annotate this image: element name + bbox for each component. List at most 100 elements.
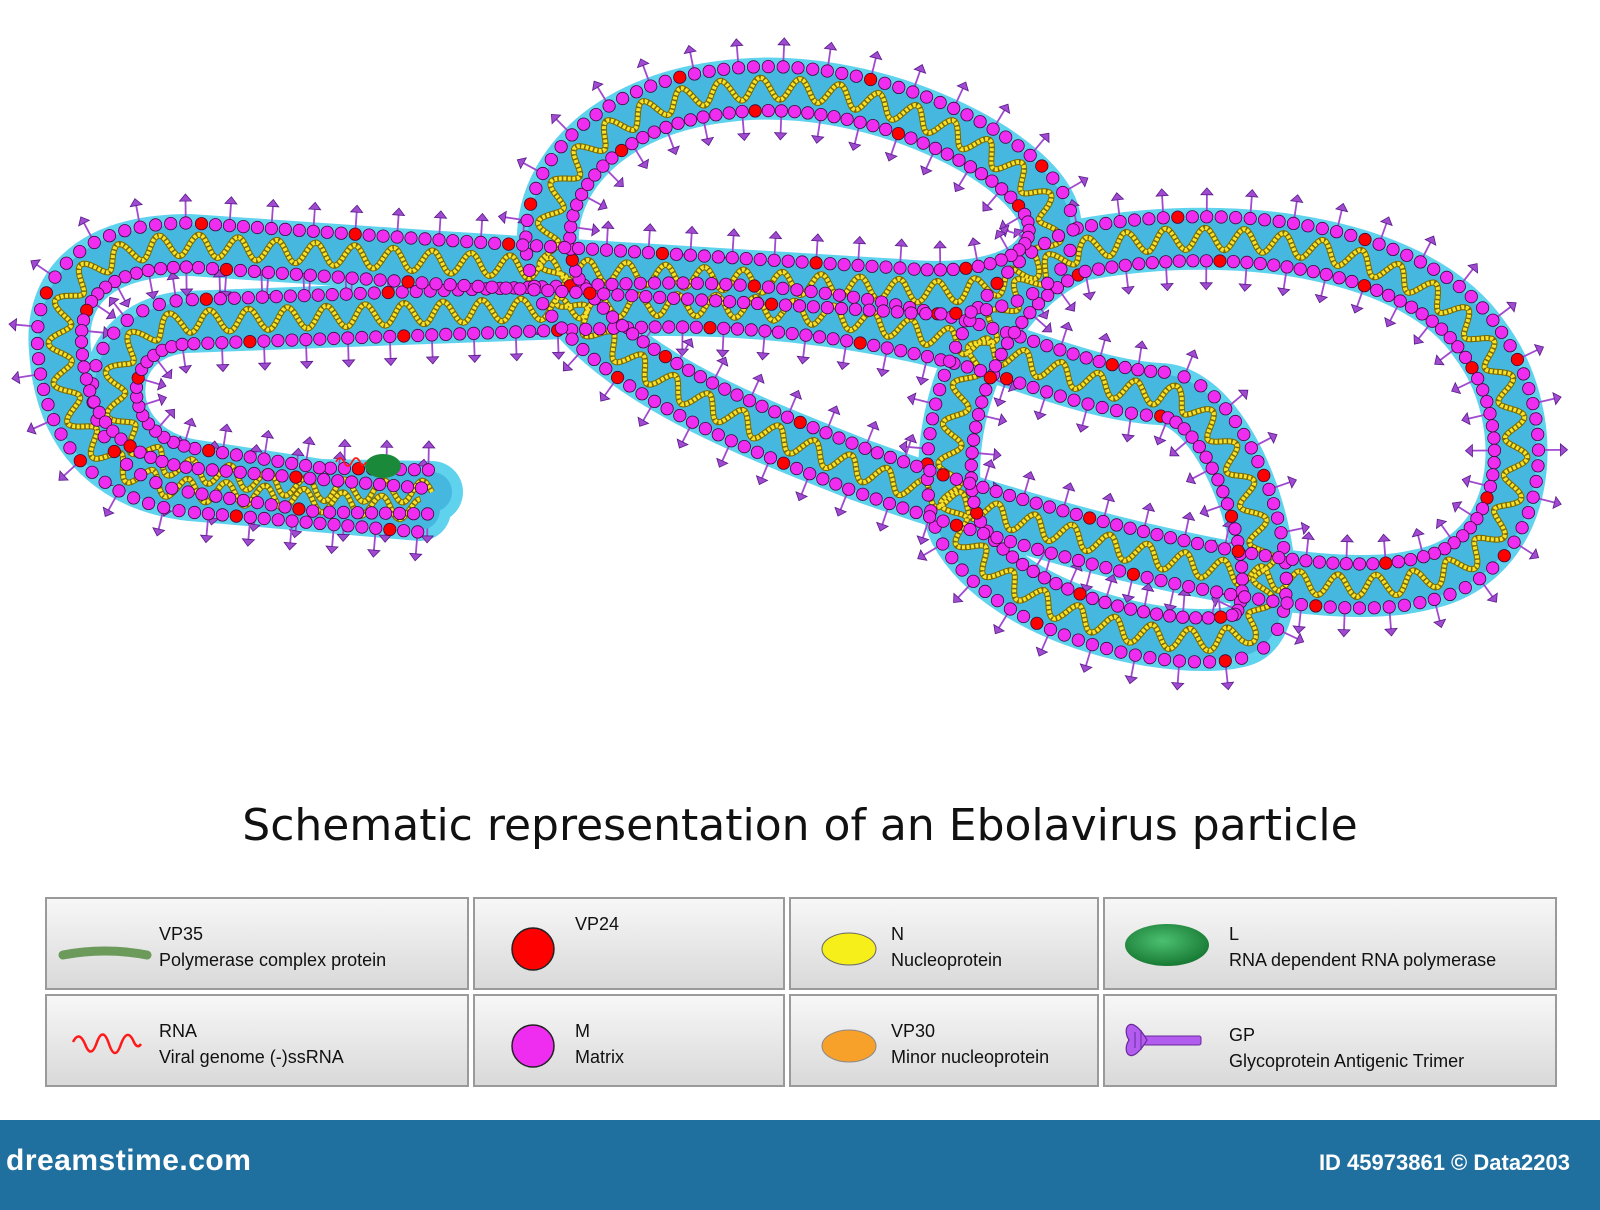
glycoprotein-stalk <box>157 513 164 530</box>
matrix-dot <box>565 332 579 346</box>
matrix-dot <box>978 584 992 599</box>
matrix-dot <box>1026 287 1040 301</box>
matrix-dot <box>120 313 134 327</box>
matrix-dot <box>1456 529 1470 543</box>
matrix-dot <box>976 526 991 541</box>
glycoprotein-stalk <box>1127 418 1132 436</box>
glycoprotein-stalk <box>731 235 735 252</box>
matrix-dot <box>555 284 569 299</box>
matrix-dot <box>1042 500 1057 514</box>
glycoprotein-head <box>1292 625 1307 635</box>
glycoprotein-stalk <box>721 445 730 462</box>
glycoprotein-head <box>509 353 524 362</box>
glycoprotein-stalk <box>1518 544 1534 555</box>
vp24-dot <box>1213 254 1227 268</box>
matrix-dot <box>134 468 148 482</box>
matrix-dot <box>233 465 247 479</box>
matrix-dot <box>1483 479 1498 494</box>
glycoprotein-head <box>1350 303 1364 314</box>
matrix-dot <box>1531 443 1546 457</box>
genome-end <box>335 454 401 478</box>
matrix-dot <box>432 233 446 247</box>
matrix-dot <box>932 382 947 397</box>
glycoprotein-head <box>1140 582 1155 592</box>
matrix-dot <box>955 563 969 577</box>
matrix-dot <box>1473 572 1487 586</box>
matrix-dot <box>976 480 990 494</box>
matrix-dot <box>149 218 163 232</box>
matrix-dot <box>187 505 202 520</box>
matrix-dot <box>750 445 765 459</box>
glycoprotein-head <box>1062 482 1076 492</box>
vp35-rod-icon <box>58 946 152 960</box>
glycoprotein-head <box>773 132 788 141</box>
matrix-dot <box>1132 257 1146 271</box>
glycoprotein-head <box>179 288 194 297</box>
matrix-dot <box>1187 655 1202 669</box>
vp24-dot <box>397 329 411 343</box>
glycoprotein-head <box>383 357 398 367</box>
matrix-dot <box>971 407 986 422</box>
matrix-dot <box>979 303 994 317</box>
matrix-dot <box>937 368 951 382</box>
glycoprotein-stalk <box>1497 306 1512 318</box>
matrix-dot <box>1111 599 1125 613</box>
glycoprotein-head <box>30 259 41 271</box>
glycoprotein-stalk <box>866 427 875 444</box>
matrix-dot <box>209 489 223 503</box>
glycoprotein-stalk <box>260 275 263 292</box>
glycoprotein-stalk <box>714 362 724 379</box>
glycoprotein-stalk <box>957 585 970 599</box>
glycoprotein-head <box>266 198 280 208</box>
glycoprotein-stalk <box>414 537 418 554</box>
matrix-dot <box>155 454 169 469</box>
matrix-dot <box>1339 557 1353 571</box>
matrix-dot <box>980 288 994 302</box>
matrix-dot <box>545 309 559 323</box>
matrix-dot <box>327 517 341 532</box>
vp24-dot <box>202 443 216 458</box>
matrix-dot <box>1150 607 1164 621</box>
matrix-dot <box>599 243 614 257</box>
glycoprotein-stalk <box>1085 650 1092 666</box>
glycoprotein-stalk <box>800 478 809 495</box>
matrix-dot <box>1131 363 1145 377</box>
matrix-dot <box>698 421 713 436</box>
matrix-dot <box>1507 535 1521 549</box>
matrix-dot <box>1451 340 1465 354</box>
matrix-dot <box>188 441 202 456</box>
glycoprotein-stalk <box>431 340 434 357</box>
matrix-dot <box>1286 216 1301 230</box>
glycoprotein-head <box>1432 618 1447 629</box>
matrix-dot <box>842 482 856 496</box>
matrix-dot <box>1016 609 1031 624</box>
matrix-dot <box>1219 402 1233 416</box>
matrix-dot <box>840 112 854 126</box>
glycoprotein-stalk <box>1005 216 1020 227</box>
glycoprotein-head <box>283 541 298 551</box>
matrix-dot <box>406 507 421 521</box>
legend-code: VP30 <box>891 1021 936 1041</box>
matrix-dot <box>554 321 569 335</box>
matrix-dot <box>625 137 639 151</box>
glycoprotein-head <box>145 290 159 300</box>
glycoprotein-stalk <box>1345 541 1348 558</box>
matrix-dot <box>893 261 907 275</box>
legend-code: GP <box>1229 1025 1256 1045</box>
glycoprotein-stalk <box>1185 356 1194 372</box>
matrix-dot <box>1238 590 1252 604</box>
matrix-dot <box>1071 553 1086 568</box>
glycoprotein-stalk <box>221 348 224 365</box>
matrix-dot <box>576 117 591 131</box>
glycoprotein-stalk <box>1206 505 1223 512</box>
glycoprotein-stalk <box>1085 569 1092 586</box>
matrix-dot <box>460 235 474 249</box>
matrix-dot <box>910 459 924 473</box>
matrix-dot <box>922 510 937 524</box>
matrix-dot <box>768 405 782 419</box>
glycoprotein-head <box>8 317 18 332</box>
glycoprotein-head <box>1287 475 1297 489</box>
vp24-dot <box>523 197 538 211</box>
matrix-dot <box>414 481 429 495</box>
matrix-dot <box>264 498 278 512</box>
